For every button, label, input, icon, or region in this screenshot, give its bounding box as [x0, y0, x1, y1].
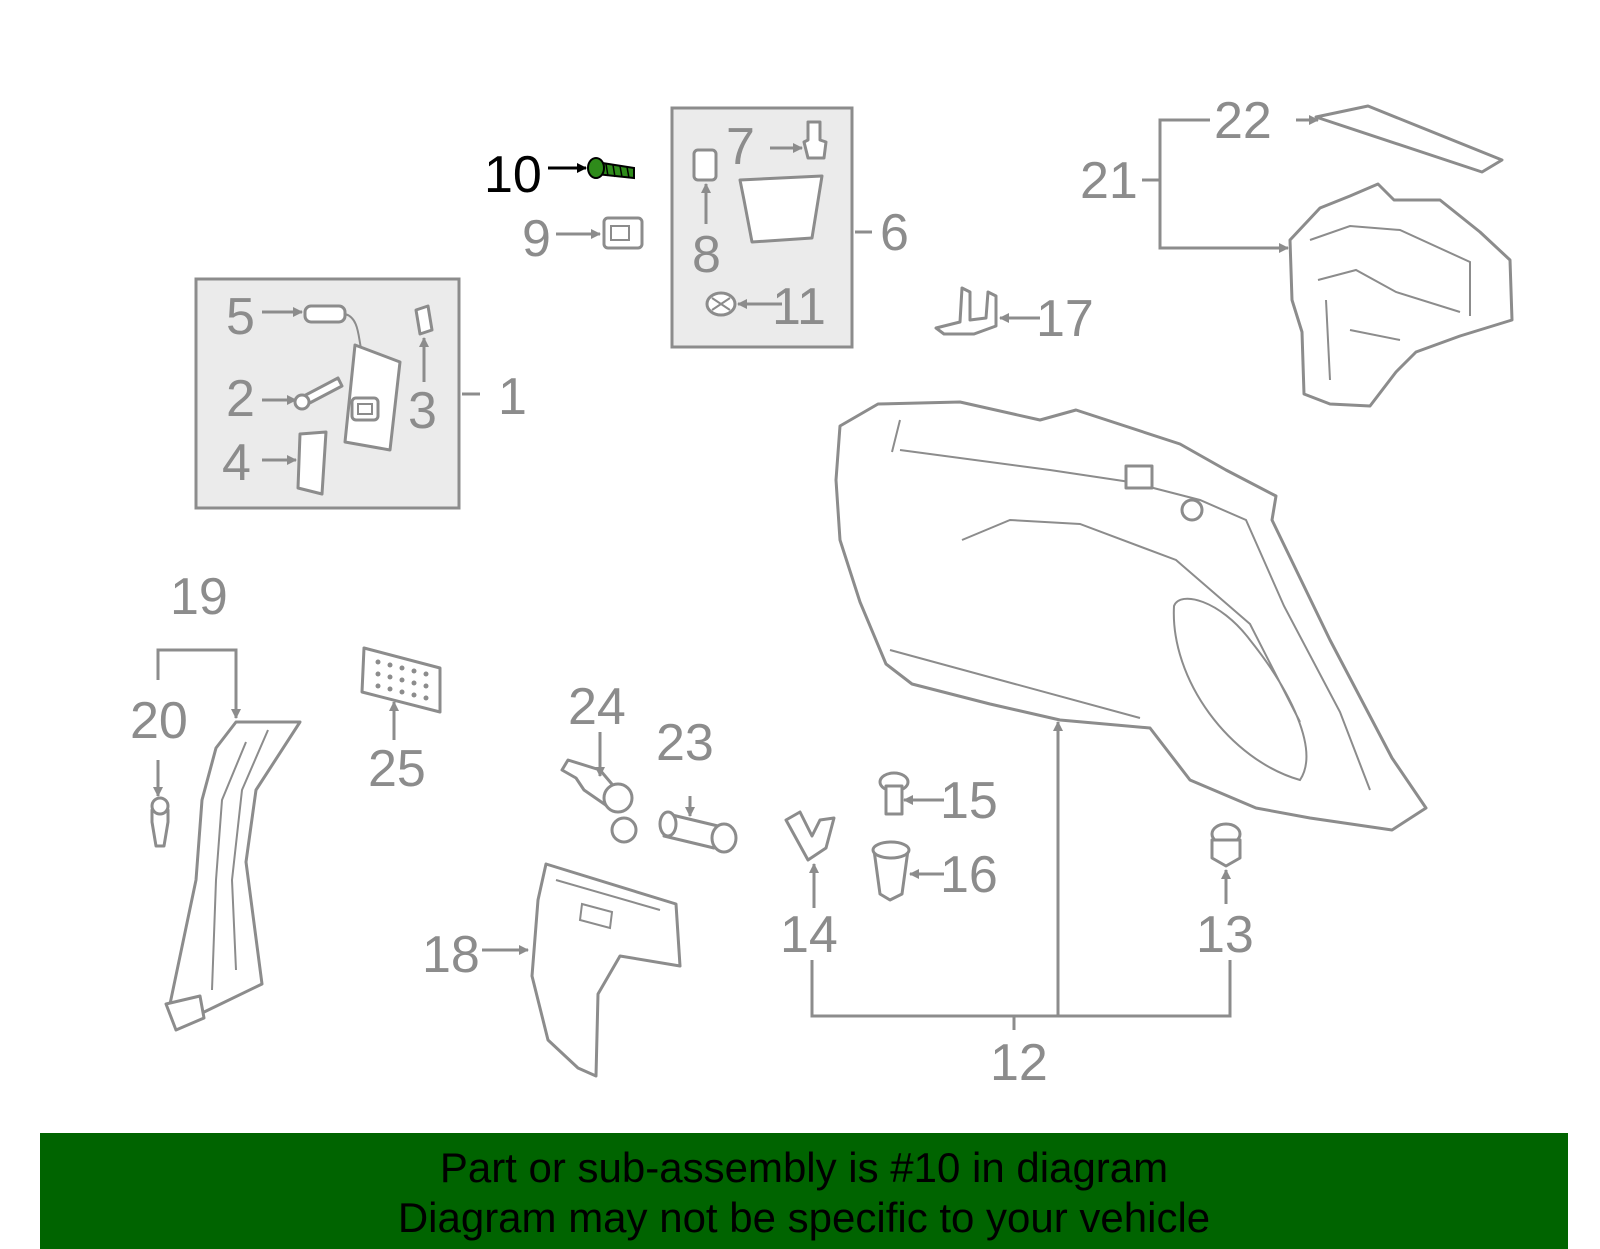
callout-17: 17 [1036, 290, 1094, 348]
part-3-clip[interactable] [414, 304, 434, 336]
callout-18: 18 [422, 926, 480, 984]
part-25-grille[interactable] [360, 646, 442, 714]
part-7-fastener[interactable] [802, 120, 828, 160]
part-16-clip[interactable] [871, 840, 911, 902]
part-19-pillar-trim[interactable] [164, 720, 302, 1032]
part-22-pad[interactable] [1314, 104, 1504, 174]
banner-line-part: Part or sub-assembly is #10 in diagram [439, 1144, 1169, 1191]
info-banner: Part or sub-assembly is #10 in diagram D… [40, 1133, 1568, 1249]
callout-5: 5 [226, 288, 255, 346]
part-9-clip[interactable] [602, 216, 644, 250]
part-14-clip[interactable] [784, 810, 836, 862]
banner-line-disclaimer: Diagram may not be specific to your vehi… [397, 1194, 1211, 1241]
callout-14: 14 [780, 906, 838, 964]
callout-3: 3 [408, 382, 437, 440]
callout-13: 13 [1196, 906, 1254, 964]
callout-21: 21 [1080, 152, 1138, 210]
part-15-bolt[interactable] [878, 771, 910, 816]
callout-22: 22 [1214, 92, 1272, 150]
part-10-screw[interactable] [587, 157, 635, 180]
callout-4: 4 [222, 434, 251, 492]
part-4-pad[interactable] [296, 430, 328, 496]
part-8-fastener[interactable] [692, 148, 718, 182]
callout-8: 8 [692, 226, 721, 284]
part-23-bushing[interactable] [658, 810, 738, 854]
callout-labels: 1 2 3 4 5 6 7 8 9 10 11 12 13 14 15 16 1… [130, 92, 1272, 1092]
part-18-trim[interactable] [530, 862, 682, 1078]
part-12-quarter-panel[interactable] [834, 400, 1428, 832]
part-2-screw[interactable] [293, 376, 344, 411]
part-21-tray[interactable] [1288, 182, 1514, 408]
callout-24: 24 [568, 678, 626, 736]
callout-23: 23 [656, 714, 714, 772]
callout-6: 6 [880, 204, 909, 262]
callout-12: 12 [990, 1034, 1048, 1092]
part-11-plug[interactable] [705, 291, 737, 317]
callout-16: 16 [940, 846, 998, 904]
leader-lines [153, 115, 1319, 1030]
callout-11: 11 [772, 278, 826, 336]
callout-7: 7 [726, 118, 755, 176]
part-6-cover[interactable] [738, 174, 824, 244]
callout-20: 20 [130, 692, 188, 750]
callout-9: 9 [522, 210, 551, 268]
callout-25: 25 [368, 740, 426, 798]
callout-15: 15 [940, 772, 998, 830]
part-20-push-pin[interactable] [150, 796, 170, 848]
callout-1: 1 [498, 368, 527, 426]
callout-2: 2 [226, 370, 255, 428]
part-24-bracket[interactable] [560, 758, 638, 844]
callout-19: 19 [170, 568, 228, 626]
part-17-bracket[interactable] [934, 286, 998, 336]
callout-10: 10 [484, 146, 542, 204]
part-13-grommet[interactable] [1210, 822, 1242, 868]
part-1-bracket[interactable] [343, 343, 402, 452]
